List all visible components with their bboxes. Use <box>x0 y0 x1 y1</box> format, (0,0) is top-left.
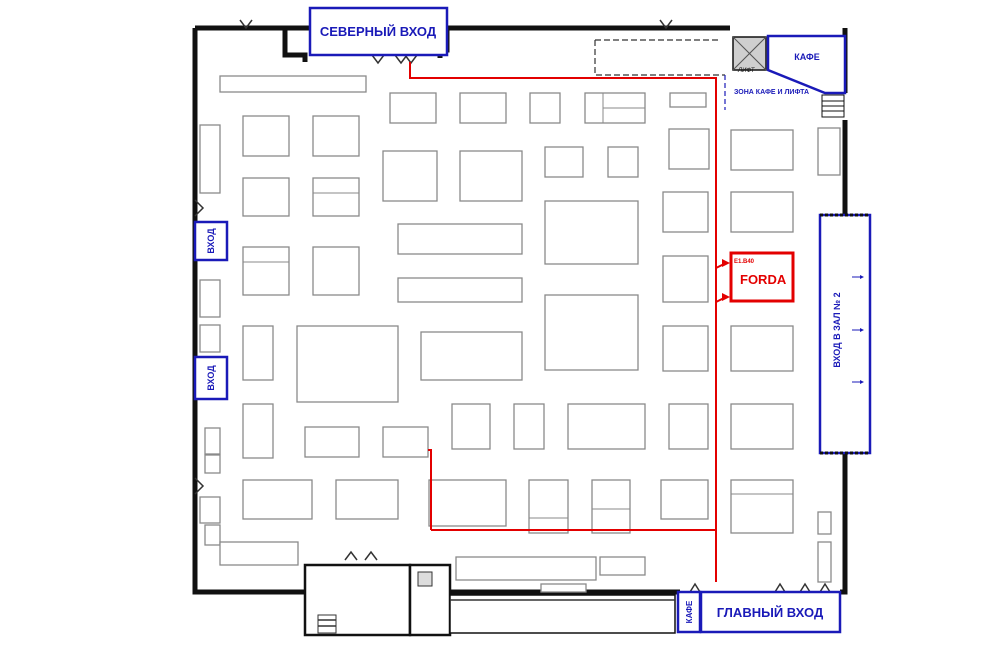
booth <box>242 403 274 459</box>
booth <box>199 496 221 524</box>
booth <box>242 325 274 381</box>
hall-2-entrance[interactable]: ВХОД В ЗАЛ № 2 <box>818 213 872 455</box>
left-entrance-1-label: ВХОД <box>206 228 216 254</box>
booth <box>382 150 438 202</box>
booth <box>599 556 646 576</box>
booth <box>199 124 221 194</box>
booth <box>335 479 399 520</box>
booth <box>455 556 597 581</box>
booth <box>730 325 794 372</box>
booth <box>513 403 545 450</box>
booth <box>397 223 523 255</box>
north-entrance[interactable]: СЕВЕРНЫЙ ВХОД <box>308 6 449 57</box>
booth <box>730 191 794 233</box>
booth <box>199 324 221 353</box>
booth <box>817 511 832 535</box>
booth <box>529 92 561 124</box>
booth <box>382 426 429 458</box>
booth <box>730 129 794 171</box>
booth <box>591 479 631 534</box>
cafe-top[interactable]: КАФЕ ЗОНА КАФЕ И ЛИФТА <box>734 34 847 96</box>
main-entrance-label: ГЛАВНЫЙ ВХОД <box>717 605 824 620</box>
booth <box>817 127 841 176</box>
booth <box>660 479 709 520</box>
booth <box>397 277 523 303</box>
booth <box>544 146 584 178</box>
left-entrance-1[interactable]: ВХОД <box>193 220 229 262</box>
booth <box>459 150 523 202</box>
booth <box>312 115 360 157</box>
booth <box>668 128 710 170</box>
booth <box>389 92 437 124</box>
service-block <box>303 563 676 637</box>
booth <box>451 403 491 450</box>
lift-area: ЛИФТ <box>732 36 845 118</box>
cafe-lift-zone-label: ЗОНА КАФЕ И ЛИФТА <box>734 89 809 96</box>
arrow-right-icon <box>852 275 864 384</box>
booth <box>662 325 709 372</box>
booth <box>459 92 507 124</box>
booth <box>242 115 290 157</box>
booth <box>540 583 587 593</box>
booth <box>567 403 646 450</box>
booth <box>420 331 523 381</box>
booth <box>242 246 290 296</box>
booths <box>199 75 841 593</box>
booth <box>242 479 313 520</box>
booth <box>607 146 639 178</box>
booth <box>312 177 360 217</box>
booth <box>662 191 709 233</box>
booth <box>544 294 639 371</box>
north-entrance-label: СЕВЕРНЫЙ ВХОД <box>320 24 437 39</box>
booth <box>199 279 221 318</box>
booth <box>304 426 360 458</box>
forda-booth[interactable]: E1.B40 FORDA <box>729 251 795 303</box>
booth <box>204 454 221 474</box>
route-arrowhead <box>722 259 730 267</box>
booth <box>219 541 299 566</box>
booth <box>204 524 221 546</box>
booth <box>528 479 569 534</box>
booth <box>668 403 709 450</box>
booth <box>730 403 794 450</box>
booth <box>296 325 399 403</box>
booth <box>817 541 832 583</box>
route-arrowhead <box>722 293 730 301</box>
booth <box>242 177 290 217</box>
booth <box>312 246 360 296</box>
lift-label: ЛИФТ <box>737 68 756 74</box>
hall-2-entrance-label: ВХОД В ЗАЛ № 2 <box>832 292 842 367</box>
booth <box>428 479 507 527</box>
booth <box>219 75 367 93</box>
route-to-booth <box>409 62 730 582</box>
booth <box>544 200 639 265</box>
booth-number: E1.B40 <box>734 259 755 265</box>
booth <box>204 427 221 455</box>
cafe-bottom-label: КАФЕ <box>685 600 694 623</box>
booth-name: FORDA <box>740 272 787 287</box>
booth <box>662 255 709 303</box>
booth <box>669 92 707 108</box>
booth <box>730 479 794 534</box>
cafe-top-label: КАФЕ <box>794 52 819 62</box>
left-entrance-2-label: ВХОД <box>206 365 216 391</box>
main-entrance[interactable]: ГЛАВНЫЙ ВХОД <box>699 590 842 634</box>
left-entrance-2[interactable]: ВХОД <box>193 355 229 401</box>
cafe-bottom[interactable]: КАФЕ <box>676 590 702 634</box>
